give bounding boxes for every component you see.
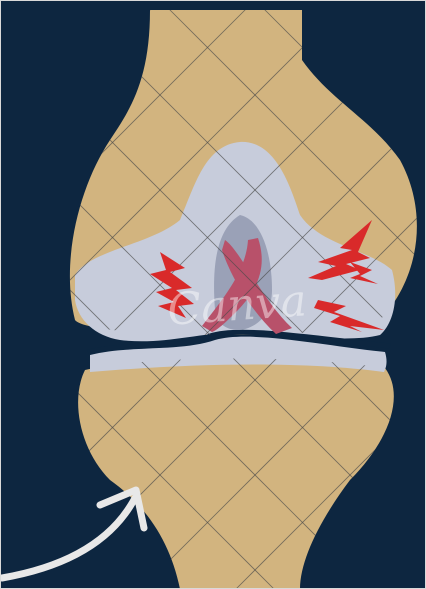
grid-line — [0, 0, 65, 589]
watermark-text: Canva — [166, 275, 309, 336]
grid-line — [415, 0, 426, 589]
tibia-bone — [78, 358, 394, 589]
arrow-icon — [2, 498, 135, 578]
